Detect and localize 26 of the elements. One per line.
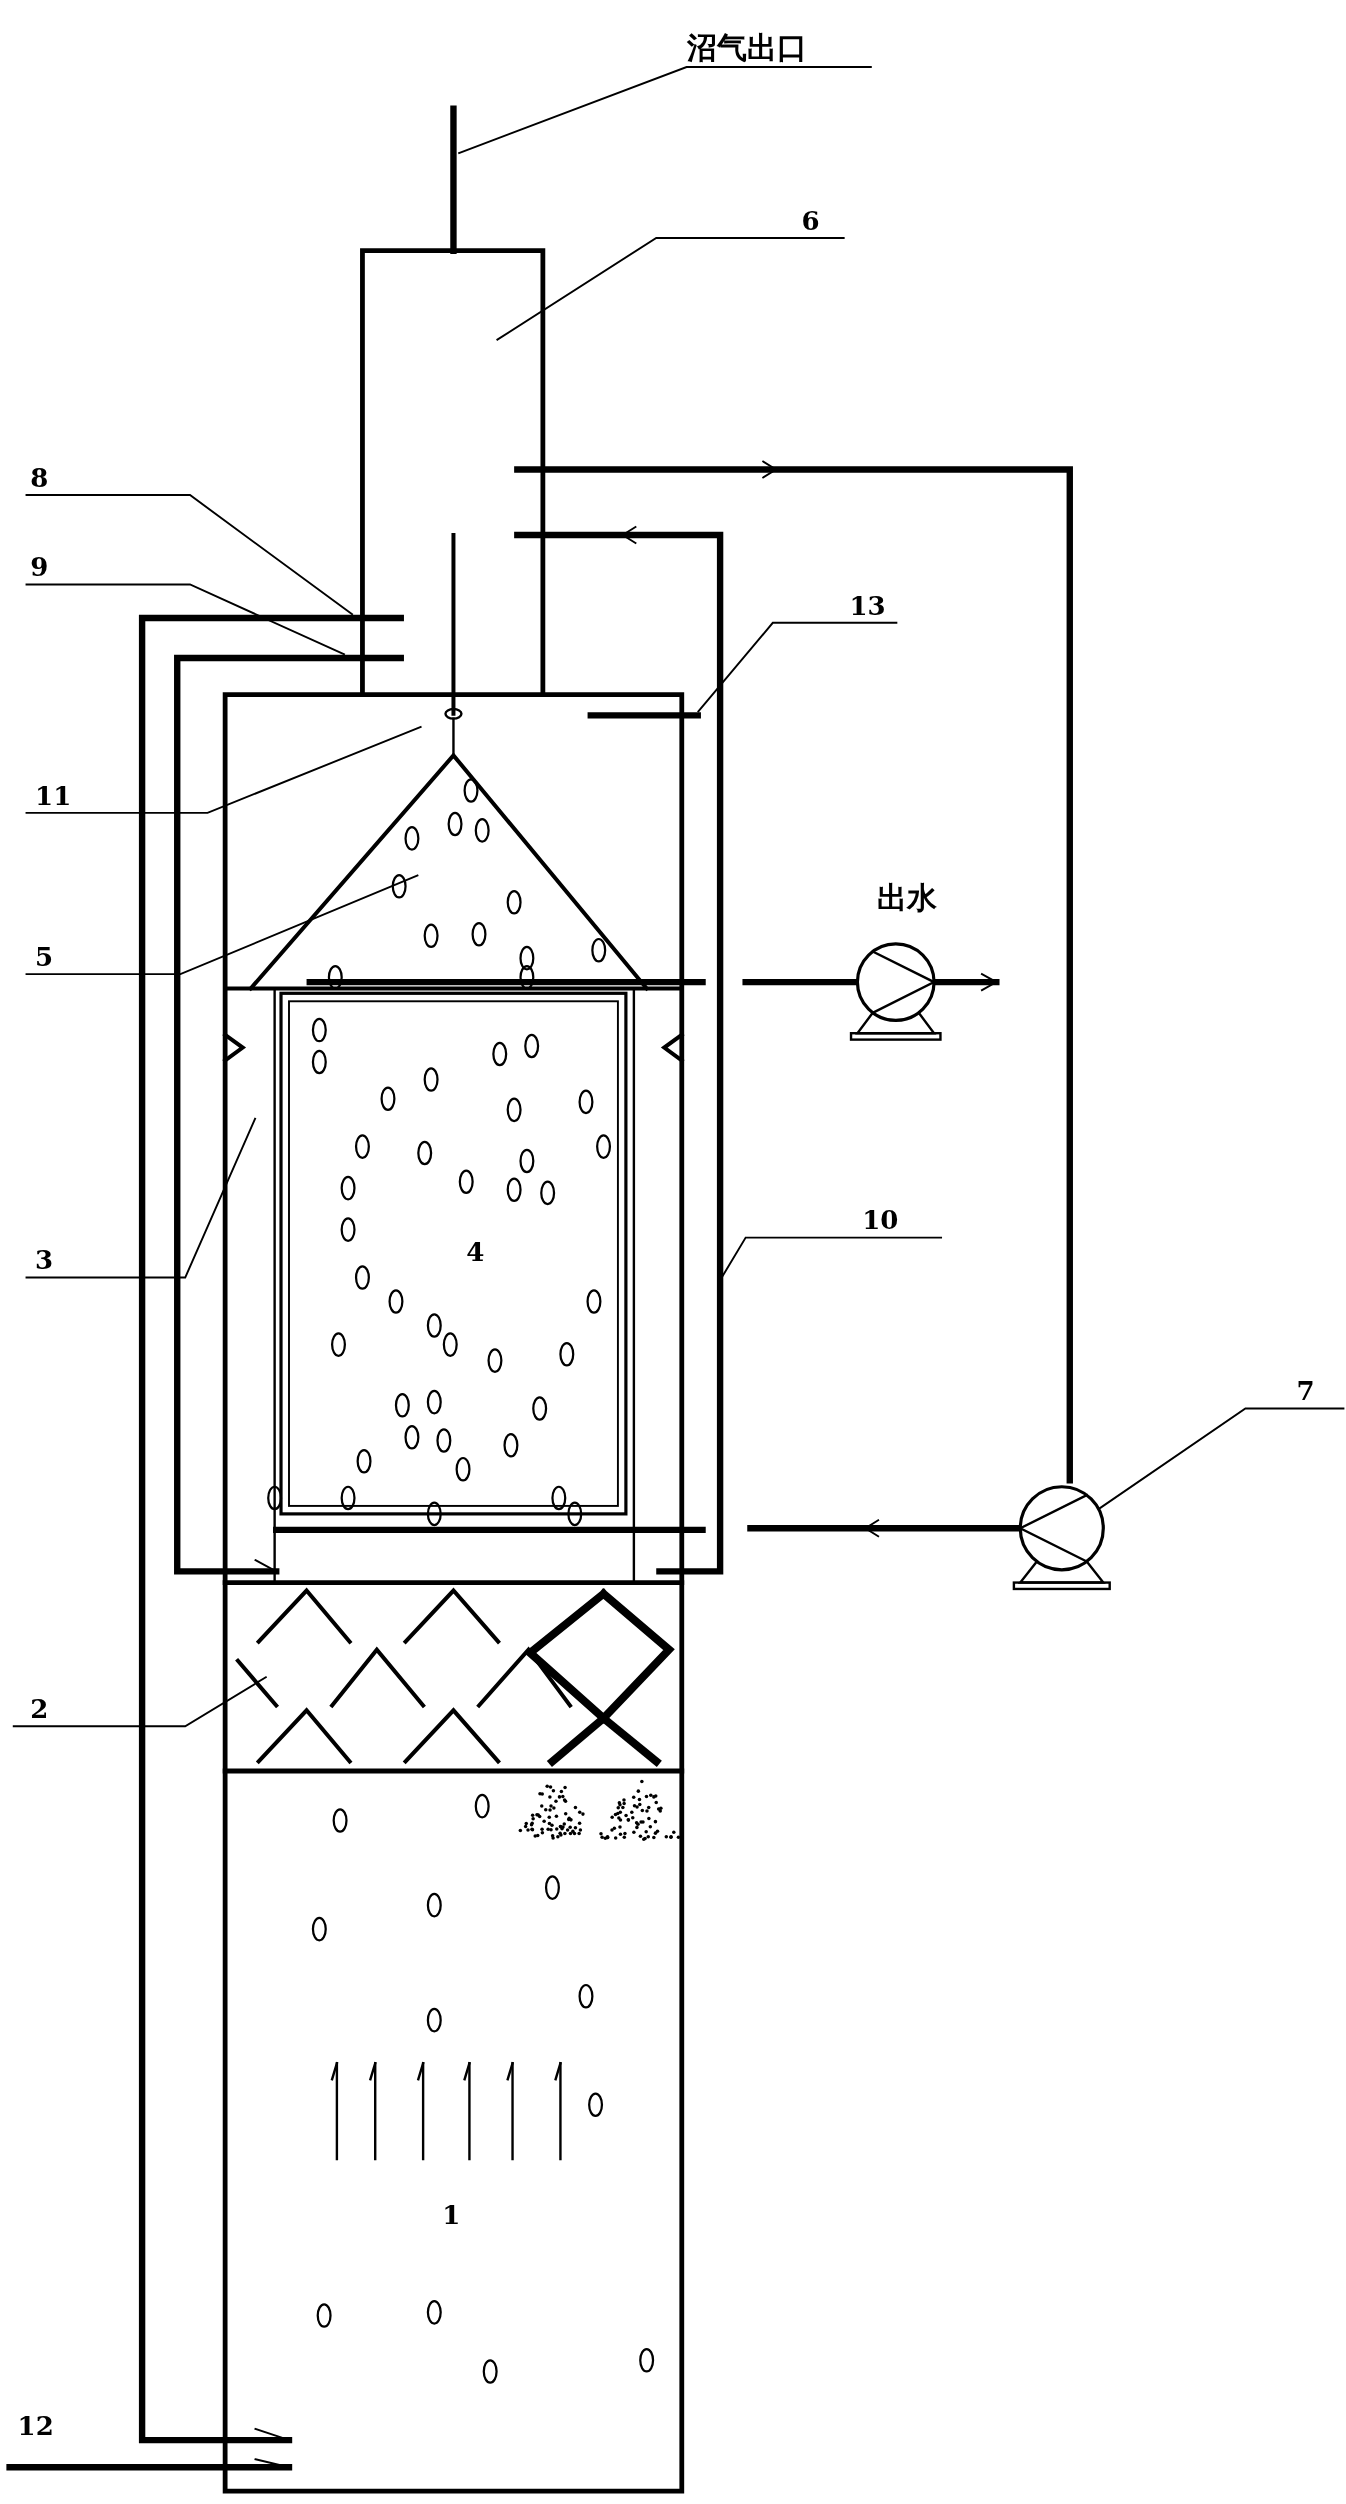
callout-number: 5 <box>25 935 181 974</box>
leader-line <box>24 725 423 814</box>
callout-number: 11 <box>25 774 208 813</box>
callout-number: 6 <box>656 199 845 238</box>
leader-line <box>11 1675 268 1728</box>
callout-number: 1 <box>442 2201 461 2228</box>
callout-number: 3 <box>25 1239 186 1278</box>
leader-line <box>696 621 899 714</box>
callout-number: 2 <box>12 1687 186 1726</box>
callout-number: 10 <box>745 1199 943 1238</box>
leader-line <box>457 66 873 155</box>
callout-number: 13 <box>772 584 898 623</box>
callout-number: 4 <box>466 1239 485 1265</box>
leader-line <box>24 1116 257 1279</box>
leader-line <box>24 583 346 656</box>
callout-number: 8 <box>25 456 190 495</box>
callout-number: 9 <box>25 546 190 585</box>
leader-line <box>1097 1407 1346 1511</box>
callout-number: 7 <box>1245 1369 1345 1409</box>
leader-line <box>24 494 354 616</box>
leader-line <box>24 874 420 976</box>
callout-number: 沼气出口 <box>686 28 872 68</box>
callout-number: 12 <box>17 2412 54 2439</box>
outlet-label: 出水 <box>876 882 937 913</box>
leader-line <box>720 1236 943 1279</box>
leader-line <box>495 237 846 342</box>
